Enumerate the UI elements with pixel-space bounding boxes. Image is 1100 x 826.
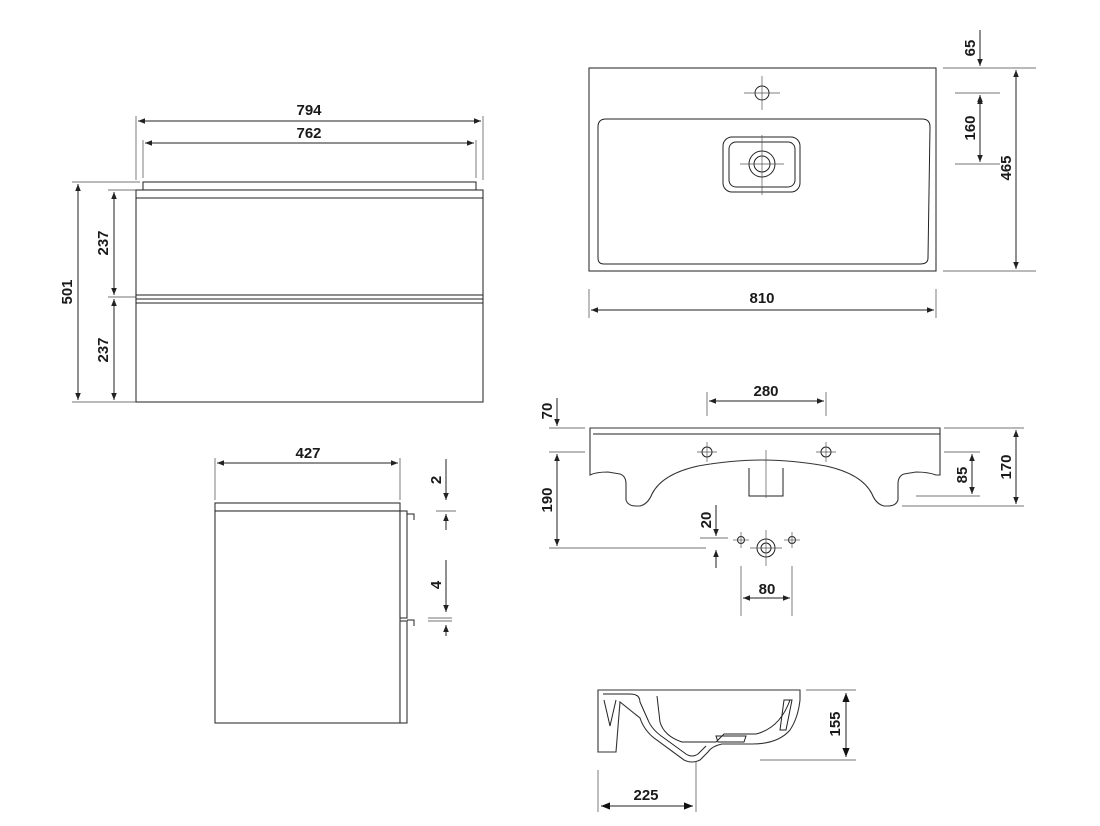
basin-outline bbox=[588, 67, 937, 272]
dim-basin-depth: 465 bbox=[998, 155, 1015, 180]
side-top bbox=[214, 502, 401, 512]
dim-side-gap-top: 2 bbox=[428, 476, 445, 484]
dim-top-offset: 70 bbox=[539, 403, 556, 420]
basin-bowl bbox=[597, 118, 931, 265]
drain-frame bbox=[722, 136, 801, 193]
dim-section-height: 155 bbox=[827, 711, 844, 736]
dim-side-gap-middle: 4 bbox=[428, 580, 445, 589]
basin-section-outline bbox=[597, 689, 801, 763]
handle-bottom bbox=[407, 619, 415, 626]
dim-bowl-offset: 160 bbox=[962, 115, 979, 140]
dim-drain-distance: 225 bbox=[633, 787, 658, 804]
dim-height-total: 501 bbox=[59, 279, 76, 304]
basin-section-view: 155 225 bbox=[597, 689, 856, 812]
cabinet-front-view: 794 762 501 237 237 bbox=[59, 102, 484, 403]
dim-width-outer: 794 bbox=[296, 102, 322, 119]
basin-front-profile bbox=[589, 427, 941, 507]
cabinet-top-strip bbox=[142, 181, 477, 191]
dim-drain-spacing: 80 bbox=[759, 581, 776, 598]
dim-mount-height: 85 bbox=[954, 467, 971, 484]
dim-drain-offset: 20 bbox=[698, 512, 715, 529]
side-drawer-front-top bbox=[399, 510, 408, 619]
dim-mount-spacing: 280 bbox=[753, 383, 778, 400]
dim-rim-height: 170 bbox=[998, 454, 1015, 479]
dim-drawer-top: 237 bbox=[95, 230, 112, 255]
basin-front-view: 280 70 190 170 85 20 bbox=[539, 383, 1024, 616]
dim-tap-offset: 65 bbox=[962, 40, 979, 57]
dim-drawer-bottom: 237 bbox=[95, 337, 112, 362]
basin-top-view: 810 465 65 160 bbox=[588, 30, 1036, 318]
dim-basin-width: 810 bbox=[749, 290, 774, 307]
dim-width-inner: 762 bbox=[296, 125, 321, 142]
side-drawer-front-bottom bbox=[399, 620, 408, 724]
drawer-divider bbox=[135, 294, 484, 300]
side-body bbox=[214, 510, 401, 724]
dim-overall-height: 190 bbox=[539, 487, 556, 512]
dim-side-depth: 427 bbox=[295, 445, 320, 462]
cabinet-side-view: 427 2 4 bbox=[214, 445, 456, 724]
handle-top bbox=[407, 513, 415, 520]
